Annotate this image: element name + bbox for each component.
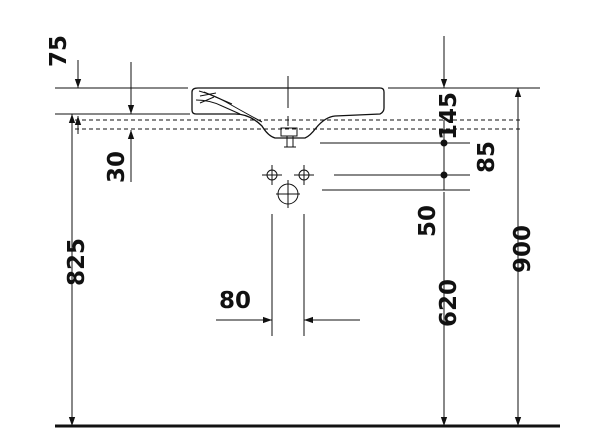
dim-85-dot-top bbox=[440, 139, 448, 147]
supply-valve-left bbox=[262, 165, 282, 185]
dim-85-dot-bottom bbox=[440, 171, 448, 179]
dim-145-label: 145 bbox=[436, 92, 462, 140]
dim-825-label: 825 bbox=[64, 238, 90, 286]
dim-620-label: 620 bbox=[436, 279, 462, 327]
basin-outline bbox=[191, 87, 385, 148]
dim-80-label: 80 bbox=[219, 288, 251, 314]
dim-900-label: 900 bbox=[510, 225, 536, 273]
dim-50-label: 50 bbox=[415, 205, 441, 237]
waste-connection bbox=[276, 180, 300, 208]
dim-75-label: 75 bbox=[46, 35, 72, 67]
supply-valve-right bbox=[294, 165, 314, 185]
dim-85-label: 85 bbox=[474, 141, 500, 173]
dim-30-label: 30 bbox=[104, 151, 130, 183]
